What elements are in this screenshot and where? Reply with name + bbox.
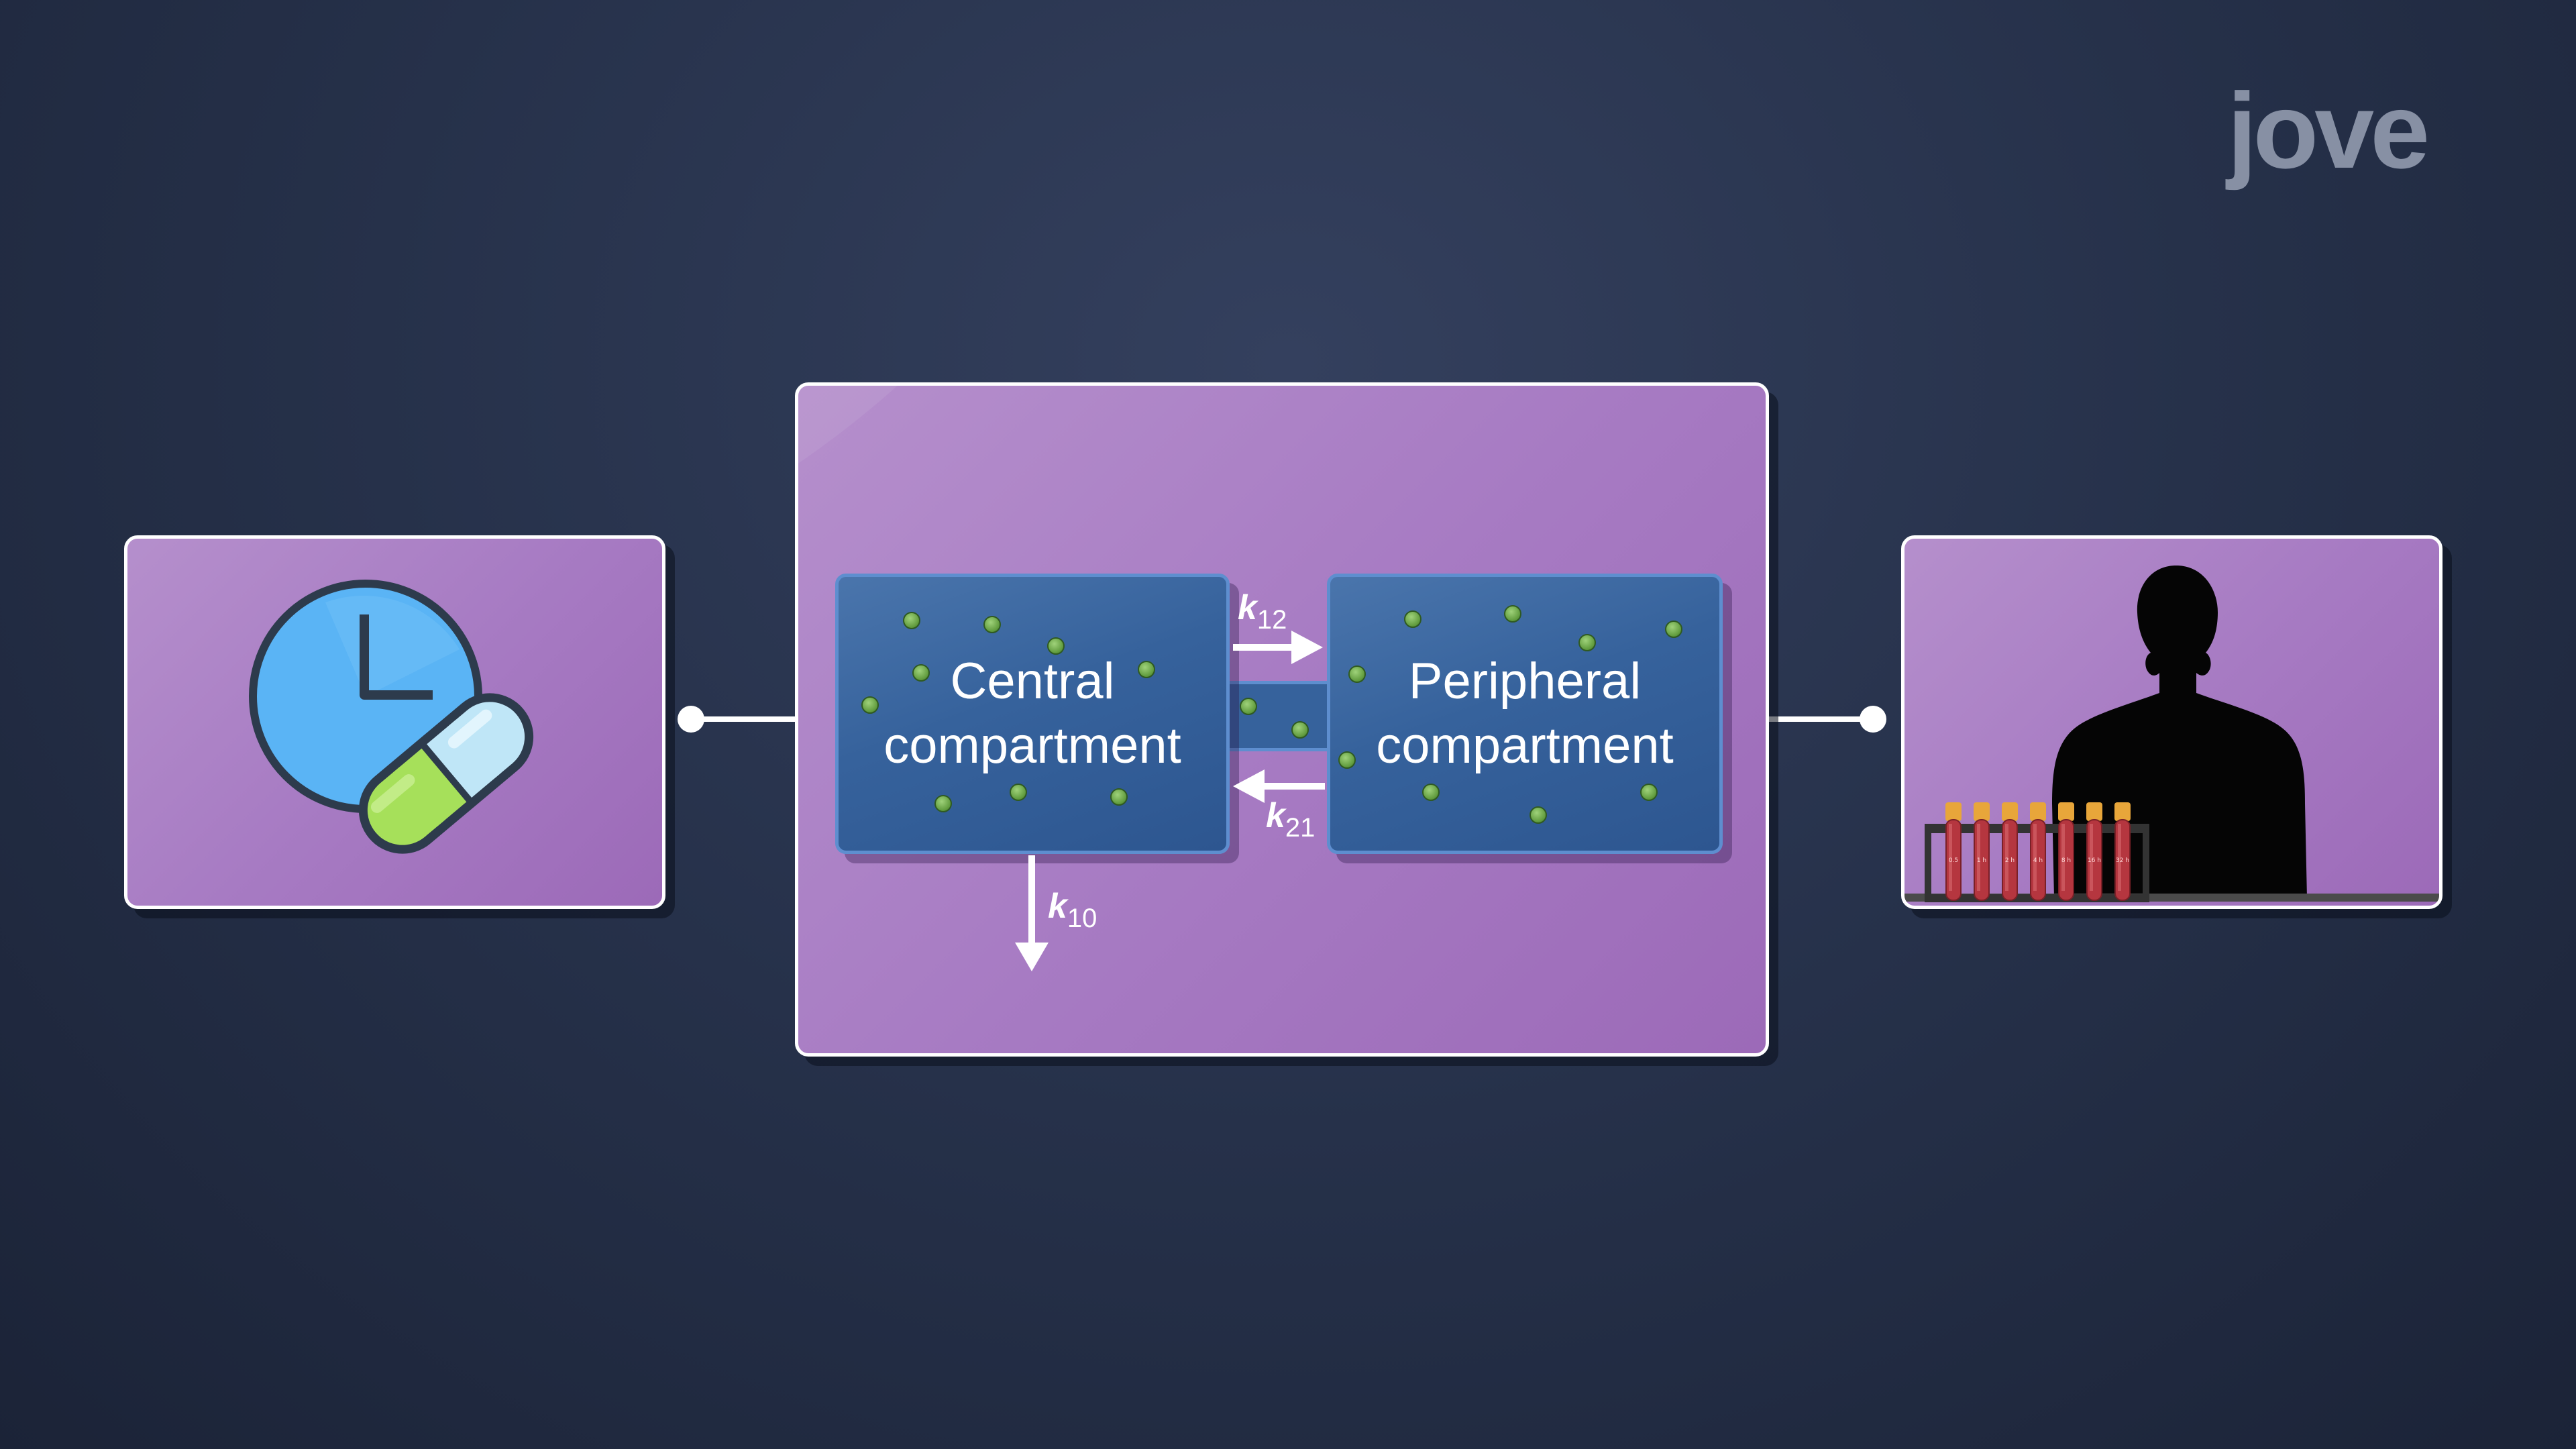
tube-label: 16 h — [2088, 857, 2101, 864]
drug-particle — [1640, 784, 1658, 801]
blood-sample-tube: 4 h — [2030, 802, 2046, 901]
drug-particle — [1422, 784, 1440, 801]
k10-arrow — [1015, 855, 1049, 971]
tube-label: 2 h — [2005, 857, 2015, 864]
drug-particle — [912, 664, 930, 682]
k21-arrow — [1233, 769, 1325, 803]
drug-particle — [1578, 634, 1596, 651]
jove-logo: jove — [2227, 70, 2430, 191]
tube-label: 4 h — [2033, 857, 2043, 864]
drug-particle — [1010, 784, 1027, 801]
capsule-icon — [358, 693, 534, 854]
central-compartment-label: Central compartment — [883, 653, 1181, 774]
k12-label: k12 — [1238, 588, 1287, 635]
tube-label: 0.5 — [1949, 857, 1958, 864]
peripheral-compartment: Peripheral compartment — [1327, 574, 1723, 854]
sampling-panel: 0.5 1 h 2 h 4 h 8 h 16 h 32 h — [1901, 535, 2443, 909]
peripheral-compartment-label: Peripheral compartment — [1376, 653, 1674, 774]
k10-label: k10 — [1048, 887, 1097, 933]
tube-label: 8 h — [2061, 857, 2071, 864]
drug-particle — [1348, 665, 1366, 683]
blood-sample-tube: 1 h — [1974, 802, 1990, 901]
drug-particle — [1504, 605, 1521, 623]
drug-particle — [1291, 721, 1309, 739]
drug-particle — [1338, 751, 1356, 769]
central-compartment: Central compartment — [835, 574, 1230, 854]
blood-sample-tube: 0.5 — [1945, 802, 1962, 901]
k12-arrow — [1233, 631, 1323, 664]
dose-illustration — [249, 580, 534, 854]
drug-particle — [1665, 621, 1682, 638]
drug-particle — [861, 696, 879, 714]
drug-particle — [1047, 637, 1065, 655]
drug-particle — [903, 612, 920, 629]
blood-sample-tube: 32 h — [2114, 802, 2131, 901]
drug-particle — [1529, 806, 1547, 824]
right-connector-dot — [1860, 706, 1886, 733]
drug-particle — [1110, 788, 1128, 806]
blood-sample-tube: 16 h — [2086, 802, 2102, 901]
drug-particle — [983, 616, 1001, 633]
drug-particle — [934, 795, 952, 812]
blood-sample-tubes-icon: 0.5 1 h 2 h 4 h 8 h 16 h 32 h — [1925, 802, 2149, 902]
drug-particle — [1138, 661, 1155, 678]
blood-sample-tube: 2 h — [2002, 802, 2018, 901]
tube-label: 32 h — [2116, 857, 2129, 864]
blood-sample-tube: 8 h — [2058, 802, 2074, 901]
left-connector-dot — [678, 706, 704, 733]
k21-label: k21 — [1266, 796, 1316, 843]
drug-particle — [1240, 698, 1257, 715]
drug-particle — [1404, 610, 1421, 628]
sampling-illustration: 0.5 1 h 2 h 4 h 8 h 16 h 32 h — [1904, 566, 2439, 902]
tube-label: 1 h — [1977, 857, 1986, 864]
compartment-connection-channel — [1226, 681, 1330, 751]
dosing-panel — [124, 535, 665, 909]
